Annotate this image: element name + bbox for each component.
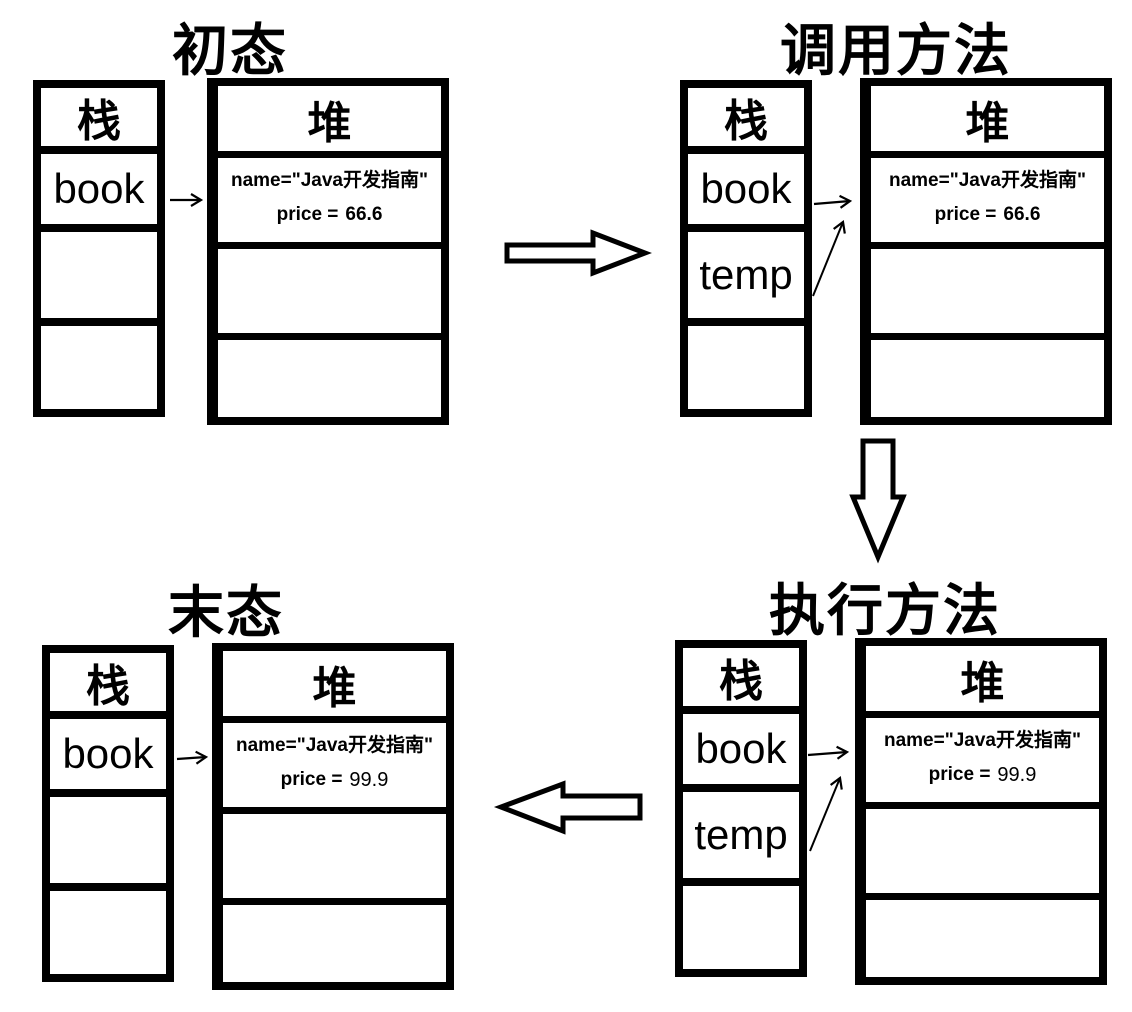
stack-cell-empty bbox=[683, 878, 799, 969]
price-label: price = bbox=[934, 204, 997, 225]
price-label: price = bbox=[928, 764, 991, 785]
heap-cell-empty bbox=[866, 893, 1099, 977]
heap-cell-empty bbox=[218, 242, 441, 333]
flow-arrow-right-icon bbox=[504, 229, 652, 277]
heap-object-cell: name="Java开发指南" price = 99.9 bbox=[223, 716, 446, 807]
object-name-field: name="Java开发指南" bbox=[883, 730, 1081, 751]
stack-table-initial: 栈 book bbox=[33, 80, 165, 417]
panel-title-initial: 初态 bbox=[172, 19, 288, 82]
heap-cell-empty bbox=[223, 807, 446, 898]
pointer-temp-execute-icon bbox=[809, 776, 843, 852]
stack-cell-book: book bbox=[683, 706, 799, 784]
object-name-field: name="Java开发指南" bbox=[235, 735, 433, 756]
pointer-book-call-icon bbox=[813, 194, 853, 209]
price-value: 99.9 bbox=[997, 764, 1037, 786]
stack-cell-empty bbox=[688, 318, 804, 409]
stack-cell-empty bbox=[41, 318, 157, 409]
object-name-field: name="Java开发指南" bbox=[230, 170, 428, 191]
heap-table-execute-method: 堆 name="Java开发指南" price = 99.9 bbox=[855, 638, 1107, 985]
price-value: 99.9 bbox=[349, 769, 389, 791]
stack-header: 栈 bbox=[724, 97, 768, 146]
pointer-book-execute-icon bbox=[807, 745, 850, 760]
stack-table-final: 栈 book bbox=[42, 645, 174, 982]
heap-table-final: 堆 name="Java开发指南" price = 99.9 bbox=[212, 643, 454, 990]
price-value: 66.6 bbox=[345, 204, 383, 225]
object-price-field: price = 66.6 bbox=[935, 204, 1041, 226]
heap-table-call-method: 堆 name="Java开发指南" price = 66.6 bbox=[860, 78, 1112, 425]
stack-cell-book: book bbox=[41, 146, 157, 224]
stack-cell-temp: temp bbox=[683, 784, 799, 878]
object-name-field: name="Java开发指南" bbox=[888, 170, 1086, 191]
heap-header: 堆 bbox=[960, 658, 1005, 708]
stack-header: 栈 bbox=[77, 97, 121, 146]
heap-cell-empty bbox=[223, 898, 446, 982]
stack-cell-empty bbox=[50, 789, 166, 883]
panel-title-final: 末态 bbox=[168, 581, 284, 644]
object-price-field: price = 66.6 bbox=[277, 204, 383, 226]
flow-arrow-left-icon bbox=[493, 780, 643, 835]
stack-cell-empty bbox=[41, 224, 157, 318]
pointer-book-final-icon bbox=[176, 750, 209, 765]
panel-title-call-method: 调用方法 bbox=[780, 19, 1012, 82]
heap-table-initial: 堆 name="Java开发指南" price = 66.6 bbox=[207, 78, 449, 425]
object-price-field: price = 99.9 bbox=[929, 764, 1037, 787]
price-label: price = bbox=[276, 204, 339, 225]
price-label: price = bbox=[280, 769, 343, 790]
price-value: 66.6 bbox=[1003, 204, 1041, 225]
heap-header: 堆 bbox=[307, 98, 352, 148]
heap-object-cell: name="Java开发指南" price = 66.6 bbox=[218, 151, 441, 242]
heap-object-cell: name="Java开发指南" price = 66.6 bbox=[871, 151, 1104, 242]
stack-cell-empty bbox=[50, 883, 166, 974]
stack-table-call-method: 栈 book temp bbox=[680, 80, 812, 417]
panel-title-execute-method: 执行方法 bbox=[769, 579, 1001, 642]
stack-cell-temp: temp bbox=[688, 224, 804, 318]
stack-table-execute-method: 栈 book temp bbox=[675, 640, 807, 977]
object-price-field: price = 99.9 bbox=[281, 769, 389, 792]
heap-cell-empty bbox=[866, 802, 1099, 893]
flow-arrow-down-icon bbox=[849, 438, 907, 564]
heap-cell-empty bbox=[218, 333, 441, 417]
stack-cell-book: book bbox=[50, 711, 166, 789]
stack-cell-book: book bbox=[688, 146, 804, 224]
stack-header: 栈 bbox=[719, 657, 763, 706]
heap-header: 堆 bbox=[312, 663, 357, 713]
heap-cell-empty bbox=[871, 333, 1104, 417]
heap-cell-empty bbox=[871, 242, 1104, 333]
heap-header: 堆 bbox=[965, 98, 1010, 148]
stack-header: 栈 bbox=[86, 662, 130, 711]
heap-object-cell: name="Java开发指南" price = 99.9 bbox=[866, 711, 1099, 802]
pointer-temp-call-icon bbox=[812, 220, 846, 297]
